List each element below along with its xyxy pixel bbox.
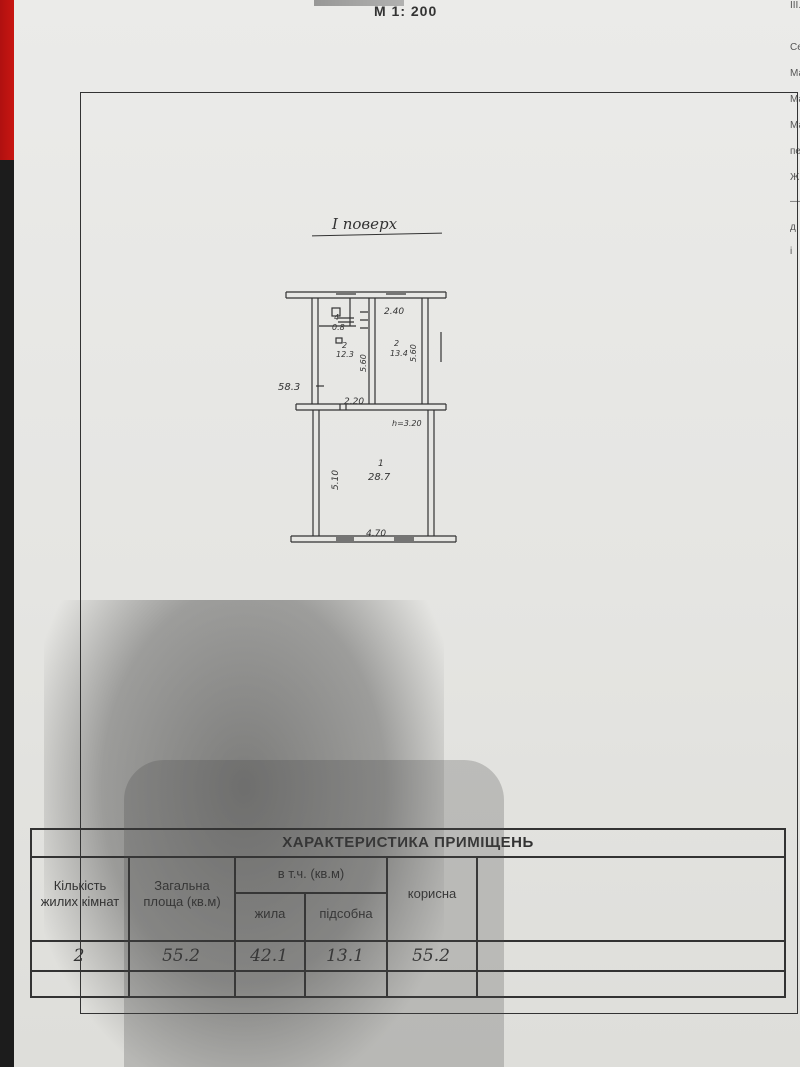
table-border <box>30 828 32 996</box>
value-rooms: 2 <box>73 946 85 966</box>
margin-note: і <box>790 246 793 257</box>
room-number: 1 <box>378 459 384 469</box>
header-auxiliary: підсобна <box>319 906 373 921</box>
table-title: ХАРАКТЕРИСТИКА ПРИМІЩЕНЬ <box>282 834 534 851</box>
characteristics-table: ХАРАКТЕРИСТИКА ПРИМІЩЕНЬ Кількість жилих… <box>30 828 786 998</box>
table-border <box>386 856 388 996</box>
room-area: 13.4 <box>390 349 408 358</box>
margin-note: Ма <box>790 120 800 131</box>
top-scrap-text <box>314 0 404 6</box>
table-border <box>30 970 786 972</box>
header-useful: корисна <box>407 886 457 901</box>
dim-corridor: 2.20 <box>344 397 364 407</box>
room-number: 2 <box>394 339 399 348</box>
room-number: 4 <box>334 313 339 322</box>
floor-title: I поверх <box>332 215 398 233</box>
margin-note: III. <box>790 0 800 11</box>
value-living: 42.1 <box>250 946 288 966</box>
value-total-area: 55.2 <box>162 946 200 966</box>
value-useful: 55.2 <box>412 946 450 966</box>
table-border <box>30 856 786 858</box>
margin-note: Мат <box>790 68 800 79</box>
table-border <box>30 828 786 830</box>
room-area: 0.8 <box>332 323 345 332</box>
scale-label: М 1: 200 <box>374 3 438 19</box>
margin-note: пер <box>790 146 800 157</box>
header-including: в т.ч. (кв.м) <box>277 866 345 881</box>
dim-bottom-width: 4.70 <box>366 529 386 539</box>
room-area: 28.7 <box>368 472 391 483</box>
floor-plan-drawing: 2.40 5.60 5.60 2.20 h=3.20 5.10 4.70 58.… <box>278 291 457 543</box>
table-border <box>30 940 786 942</box>
value-auxiliary: 13.1 <box>326 946 364 966</box>
floor-plan: 2.40 5.60 5.60 2.20 h=3.20 5.10 4.70 58.… <box>276 282 476 562</box>
ceiling-height: h=3.20 <box>392 419 422 428</box>
dim-main-depth: 5.10 <box>331 470 341 490</box>
room-number: 2 <box>342 341 347 350</box>
room-area: 12.3 <box>336 350 354 359</box>
table-border <box>476 856 478 996</box>
table-border <box>128 856 130 996</box>
header-total-area: Загальна площа (кв.м) <box>143 878 221 909</box>
header-living: жила <box>254 906 286 921</box>
dim-right-depth: 5.60 <box>409 344 418 362</box>
table-border <box>234 892 386 894</box>
dim-top-right: 2.40 <box>384 307 404 317</box>
table-border <box>784 828 786 996</box>
outer-area: 58.3 <box>278 382 300 393</box>
document-sheet: М 1: 200 III. Сер Мат Мат Ма пер Ж — д і… <box>14 0 800 1067</box>
margin-note: Ж <box>790 172 800 183</box>
table-border <box>30 996 786 998</box>
margin-note: — <box>790 196 800 207</box>
dim-left-depth: 5.60 <box>359 354 368 372</box>
header-rooms: Кількість жилих кімнат <box>40 878 120 909</box>
margin-note: Мат <box>790 94 800 105</box>
margin-note: д <box>790 222 796 233</box>
margin-note: Сер <box>790 42 800 53</box>
